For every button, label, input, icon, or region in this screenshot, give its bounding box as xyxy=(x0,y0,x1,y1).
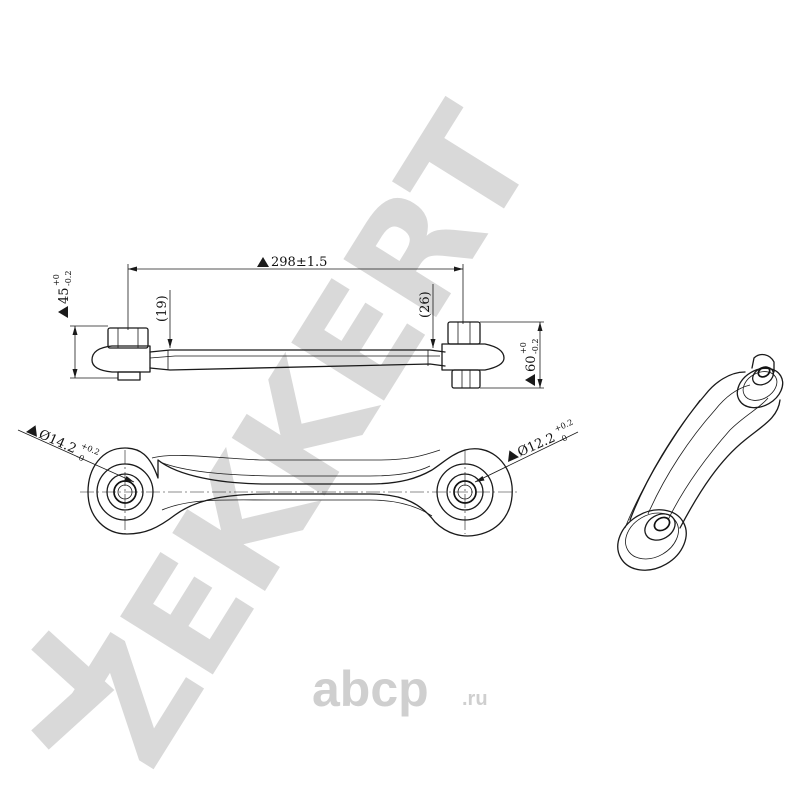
dia-left-triangle-icon xyxy=(26,425,37,437)
dim-height-right-tol-upper: +0 xyxy=(519,342,528,354)
dim-ref-right: (26) xyxy=(418,291,433,318)
dim-height-right-value: 60 xyxy=(524,355,539,372)
height-left-triangle-icon xyxy=(58,306,68,318)
dim-dia-left-value: Ø14.2 xyxy=(36,427,78,457)
isometric-view xyxy=(617,353,784,571)
length-triangle-icon xyxy=(257,257,269,267)
height-right-triangle-icon xyxy=(525,374,535,386)
watermark-brand-text: ZEKKERT xyxy=(33,80,569,794)
side-view: 298±1.5 45 +0 -0.2 (19) (26) 60 +0 xyxy=(52,255,544,389)
dim-height-right-tol-lower: -0.2 xyxy=(531,339,540,354)
dim-ref-left: (19) xyxy=(155,295,170,322)
watermark-site-name: abcp xyxy=(312,661,429,717)
dim-dia-right: Ø12.2 +0.2 -0 xyxy=(508,418,574,462)
dim-dia-right-tol-upper: +0.2 xyxy=(553,418,574,434)
dim-height-right: 60 +0 -0.2 xyxy=(519,339,540,386)
dim-height-left-tol-upper: +0 xyxy=(52,274,61,286)
dim-height-left-value: 45 xyxy=(57,287,72,304)
dim-dia-left-tol-lower: -0 xyxy=(75,452,86,463)
watermark-brand: ZEKKERT xyxy=(31,80,569,794)
dim-dia-right-tol-lower: -0 xyxy=(558,433,569,444)
watermark-site-tld: .ru xyxy=(462,688,488,710)
dim-dia-right-value: Ø12.2 xyxy=(515,431,557,461)
watermark-site: abcp .ru xyxy=(312,661,488,717)
dim-height-left: 45 +0 -0.2 xyxy=(52,271,73,318)
dia-right-triangle-icon xyxy=(508,450,519,462)
dim-dia-left: Ø14.2 +0.2 -0 xyxy=(26,425,101,463)
dim-length-label: 298±1.5 xyxy=(271,255,327,270)
dim-height-left-tol-lower: -0.2 xyxy=(64,271,73,286)
watermark-chevron-icon xyxy=(31,630,115,750)
